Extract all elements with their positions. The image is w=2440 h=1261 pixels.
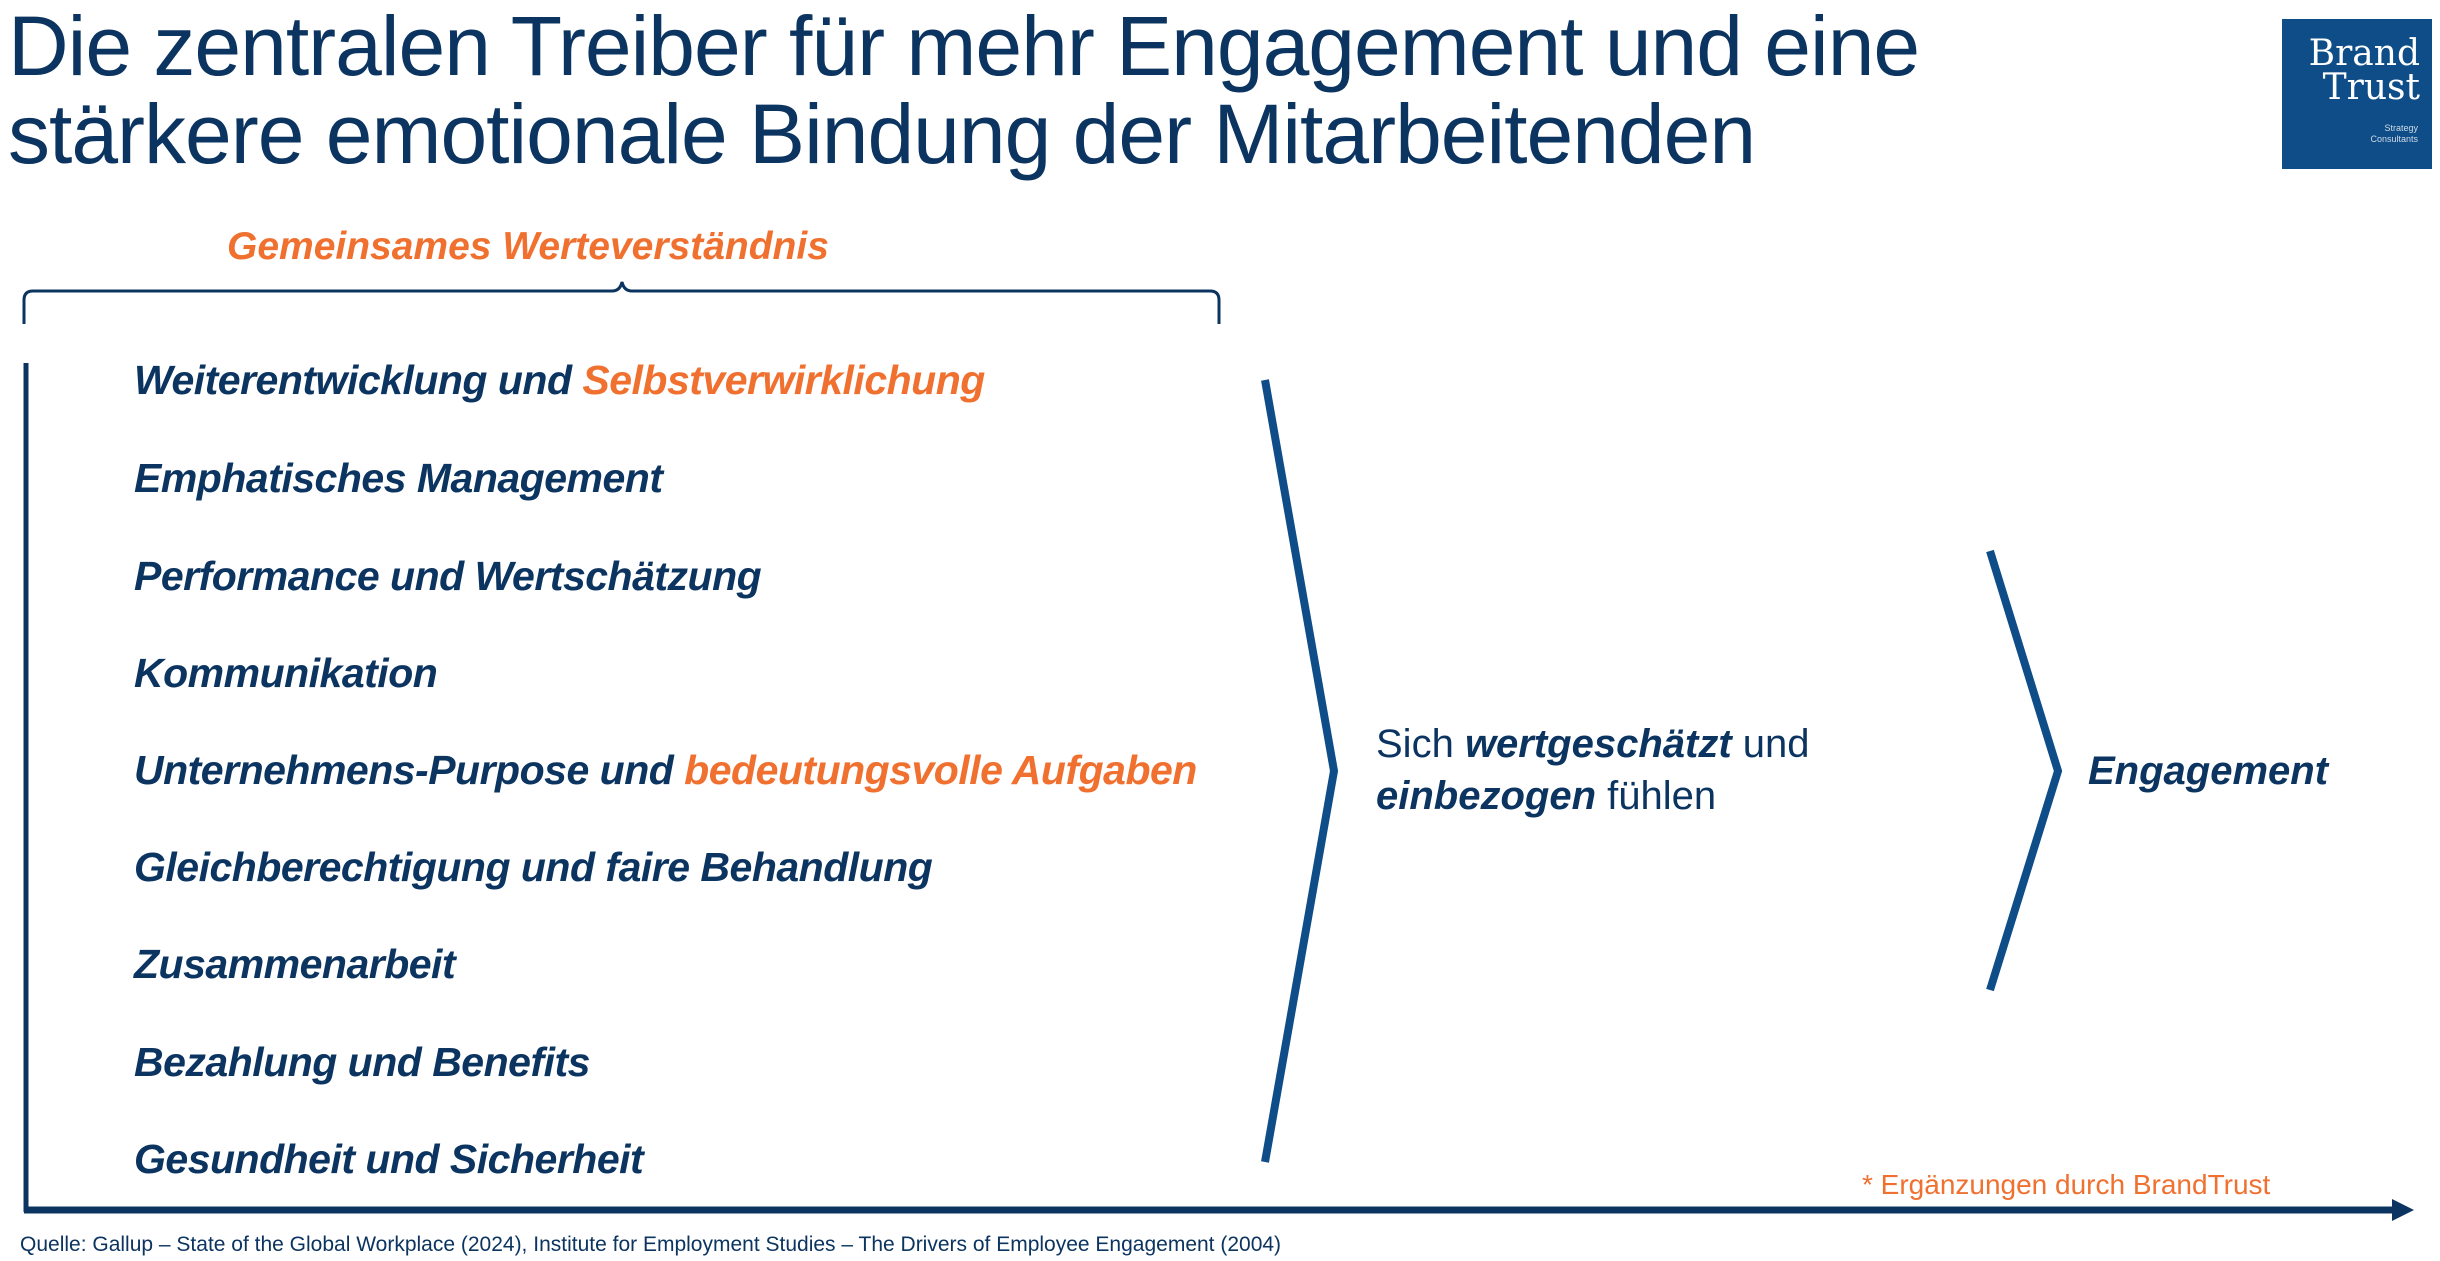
bracket-label: Gemeinsames Werteverständnis xyxy=(227,225,829,268)
logo-sub-strategy: Strategy xyxy=(2384,123,2418,133)
highlight-text: bedeutungsvolle Aufgaben xyxy=(684,747,1197,793)
driver-item-5: Unternehmens-Purpose und bedeutungsvolle… xyxy=(134,747,1197,793)
logo-word-brand: Brand xyxy=(2308,33,2420,74)
driver-item-9: Gesundheit und Sicherheit xyxy=(134,1136,644,1182)
driver-item-3: Performance und Wertschätzung xyxy=(134,553,762,599)
driver-item-1: Weiterentwicklung und Selbstverwirklichu… xyxy=(134,357,985,403)
intermediate-line-1: Sich wertgeschätzt und xyxy=(1376,722,1810,766)
driver-item-8: Bezahlung und Benefits xyxy=(134,1039,590,1085)
brandtrust-logo: Brand Trust Strategy Consultants xyxy=(2282,19,2432,169)
chevron-1 xyxy=(1261,379,1339,1163)
logo-sub-consultants: Consultants xyxy=(2370,134,2418,144)
logo-word-trust: Trust xyxy=(2322,67,2420,108)
driver-item-2: Emphatisches Management xyxy=(134,455,663,501)
chevron-2 xyxy=(1986,549,2063,992)
curly-brace xyxy=(22,281,1221,324)
driver-item-4: Kommunikation xyxy=(134,650,438,696)
page-title: Die zentralen Treiber für mehr Engagemen… xyxy=(8,2,2208,178)
title-line-1: Die zentralen Treiber für mehr Engagemen… xyxy=(8,0,1920,93)
driver-item-6: Gleichberechtigung und faire Behandlung xyxy=(134,844,933,890)
footnote-additions: * Ergänzungen durch BrandTrust xyxy=(1862,1169,2271,1200)
source-citation: Quelle: Gallup – State of the Global Wor… xyxy=(20,1233,1282,1256)
driver-item-7: Zusammenarbeit xyxy=(134,941,456,987)
axis-arrow-head xyxy=(2392,1199,2414,1221)
title-line-2: stärkere emotionale Bindung der Mitarbei… xyxy=(8,87,1756,181)
intermediate-outcome: Sich wertgeschätzt und einbezogen fühlen xyxy=(1376,718,1810,822)
highlight-text: Selbstverwirklichung xyxy=(582,357,985,403)
final-outcome-engagement: Engagement xyxy=(2088,749,2329,793)
intermediate-line-2: einbezogen fühlen xyxy=(1376,774,1717,818)
